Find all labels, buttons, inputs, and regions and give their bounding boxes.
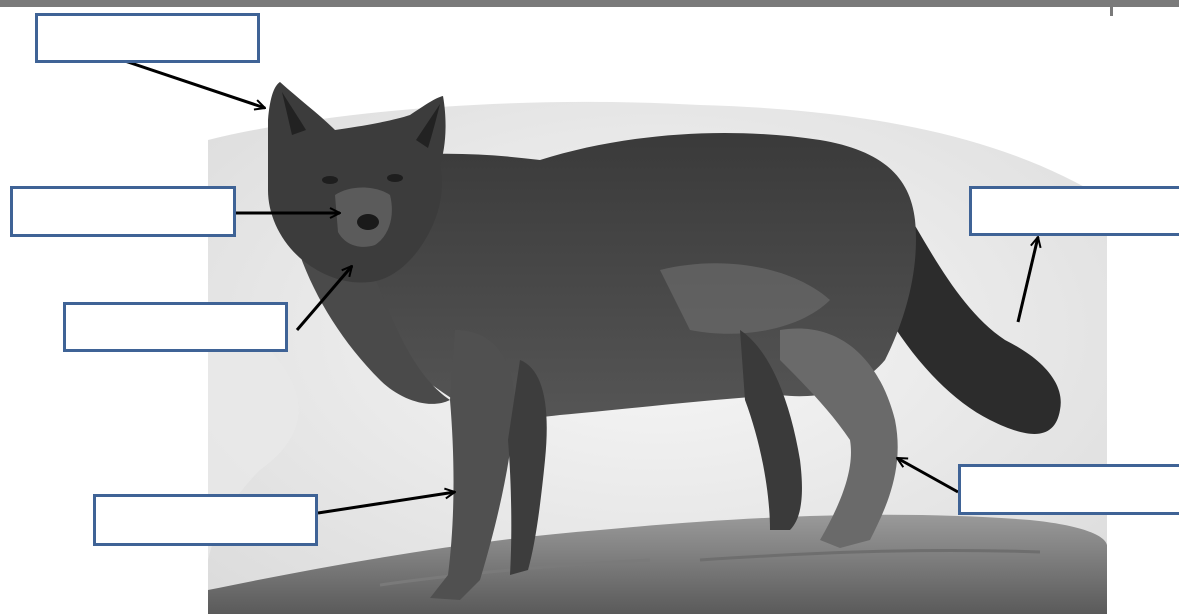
label-box-nose[interactable] — [10, 186, 236, 237]
label-box-foreleg[interactable] — [93, 494, 318, 546]
nose-mark — [357, 214, 379, 230]
label-box-ear[interactable] — [35, 13, 260, 63]
label-box-tail[interactable] — [969, 186, 1179, 236]
label-box-throat[interactable] — [63, 302, 288, 352]
label-box-hind-leg[interactable] — [958, 464, 1179, 515]
arrow-ear — [122, 60, 265, 108]
